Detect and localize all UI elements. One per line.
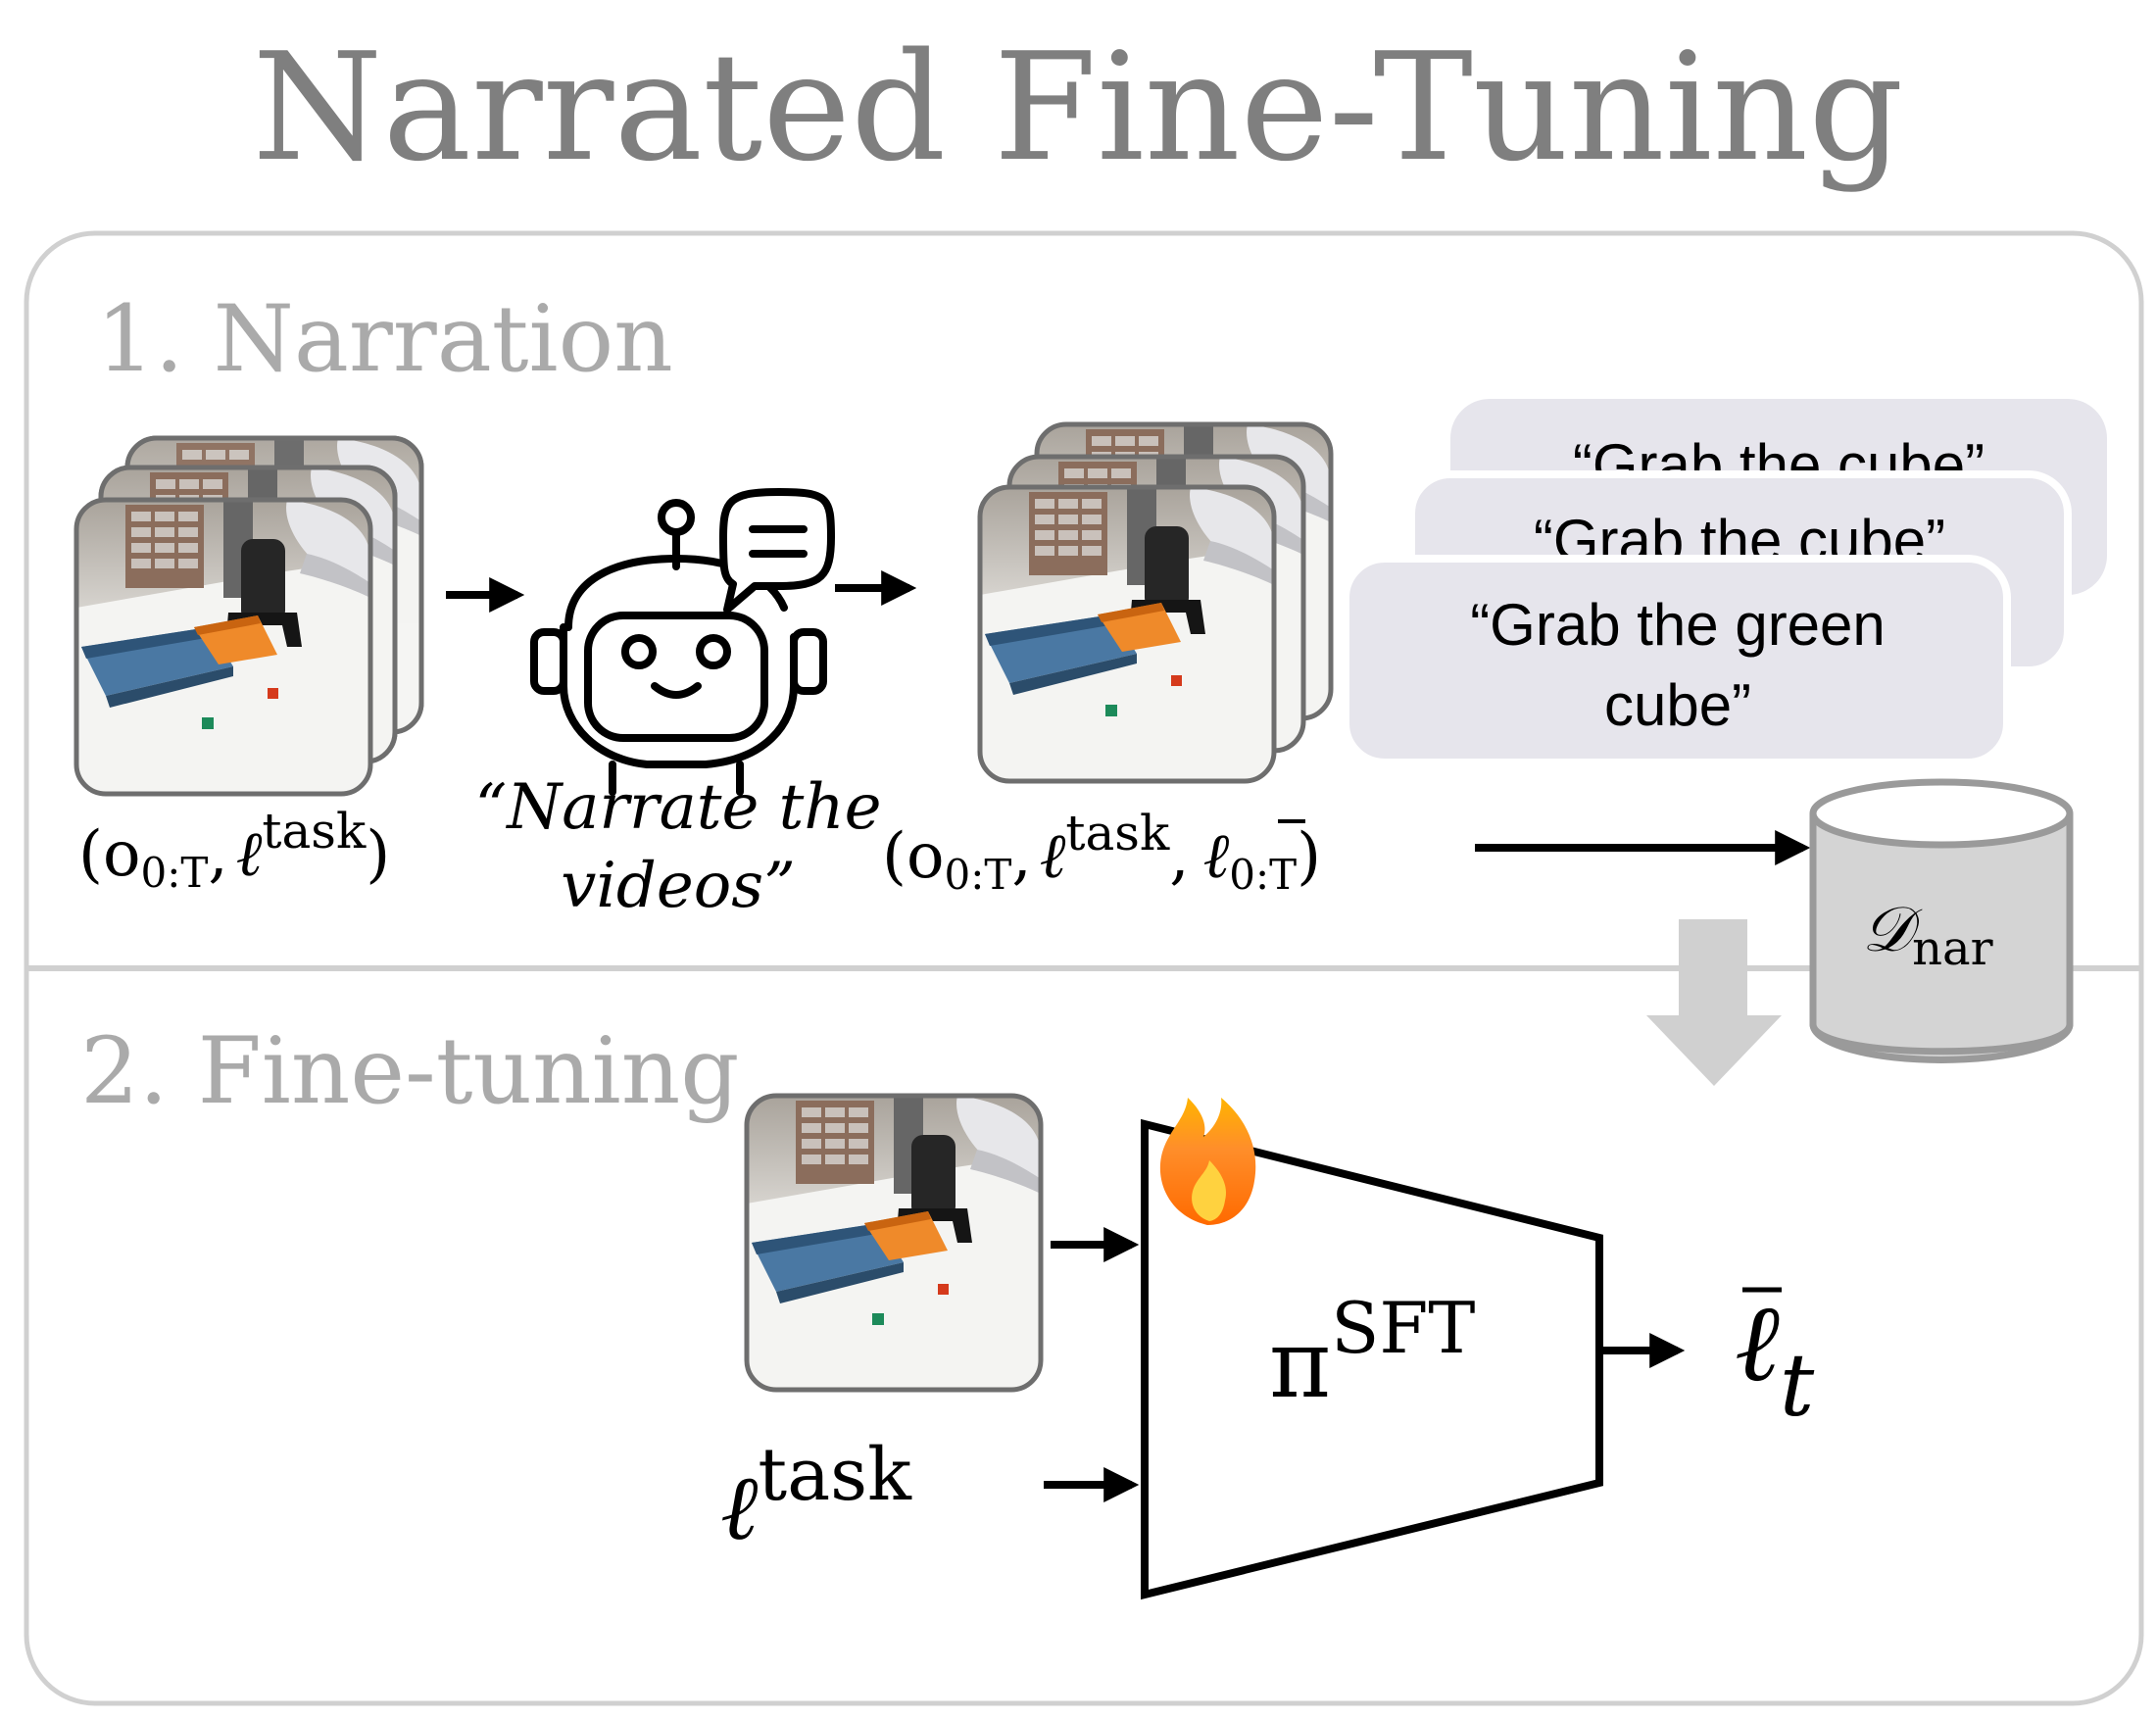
narration-output-symbol: ℓt bbox=[1735, 1280, 1815, 1436]
policy-network-block bbox=[1141, 1118, 1603, 1600]
policy-label: πSFT bbox=[1269, 1287, 1475, 1419]
section2-heading: 2. Fine-tuning bbox=[80, 1018, 739, 1125]
diagram-title: Narrated Fine-Tuning bbox=[252, 21, 1903, 194]
narrate-prompt-line1: “Narrate the bbox=[475, 771, 882, 844]
narrate-prompt-line2: videos” bbox=[561, 850, 796, 922]
narration-bubble-front-line1: “Grab the green bbox=[1470, 592, 1886, 658]
narration-bubble-middle-text: “Grab the cube” bbox=[1534, 508, 1945, 573]
current-observation-frame bbox=[744, 1093, 1044, 1393]
input-label: (o0:T,ℓtask) bbox=[78, 803, 390, 897]
speech-bubble-icon bbox=[719, 488, 835, 614]
narration-bubble-front: “Grab the green cube” bbox=[1342, 555, 2011, 766]
database-cylinder-icon: 𝒟nar bbox=[1809, 778, 2074, 1063]
input-video-stack bbox=[74, 435, 424, 797]
flow-down-arrow bbox=[1646, 919, 1782, 1086]
fire-icon bbox=[1159, 1098, 1256, 1225]
narration-bubbles: “Grab the cube” “Grab the cube” “Grab th… bbox=[1342, 399, 2107, 766]
section1-heading: 1. Narration bbox=[96, 286, 673, 393]
narration-bubble-front-line2: cube” bbox=[1604, 672, 1751, 738]
narrated-video-stack bbox=[977, 421, 1334, 784]
task-instruction-symbol: ℓtask bbox=[720, 1433, 912, 1560]
output-label: (o0:T,ℓtask,ℓ0:T) bbox=[882, 805, 1321, 899]
